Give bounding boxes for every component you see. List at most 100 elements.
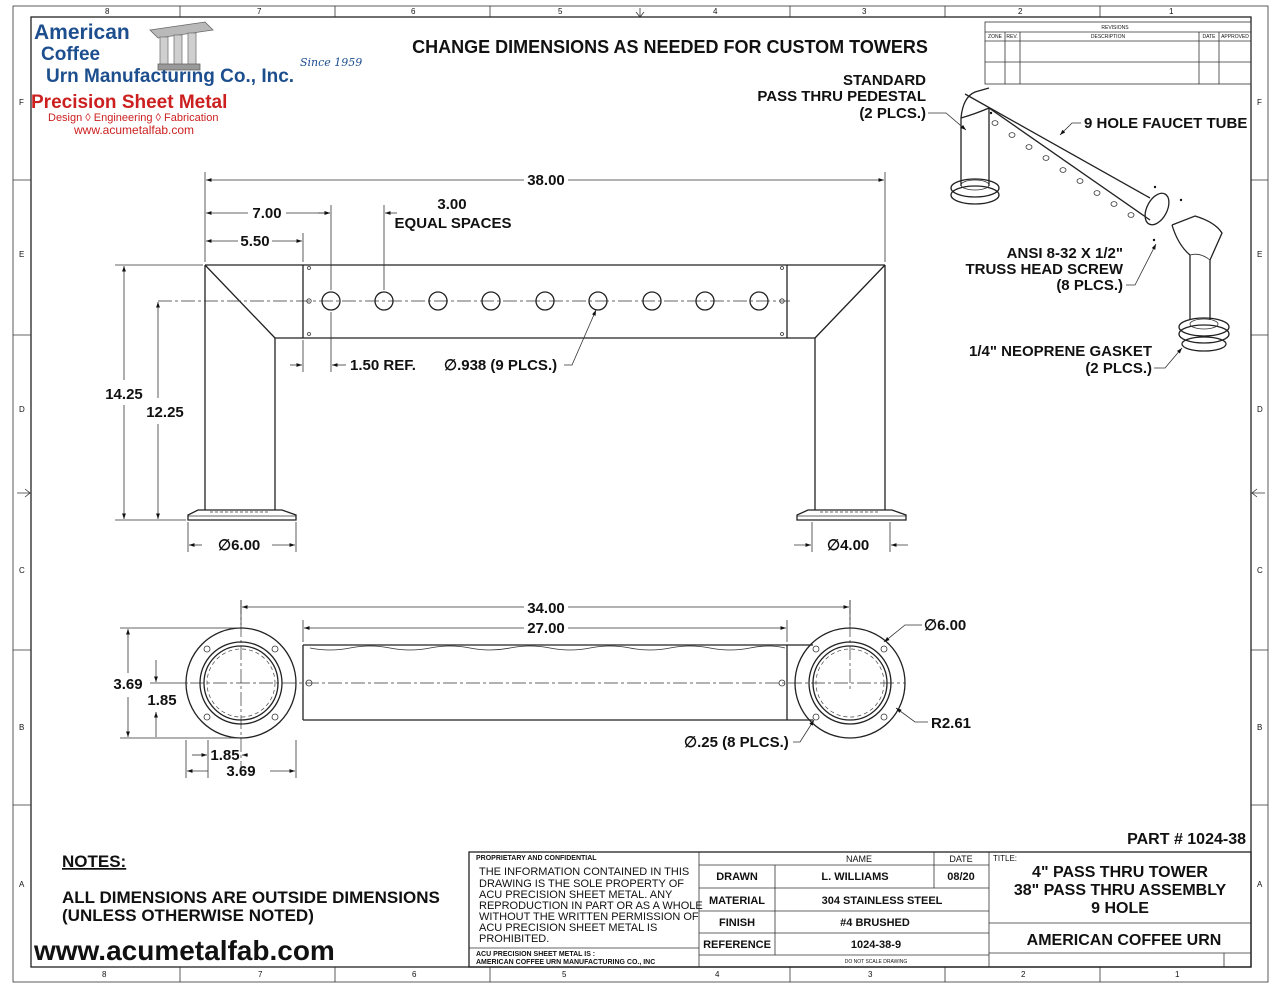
zone-top-5: 5 [558, 7, 563, 16]
callout-bolt-holes: ∅.25 (8 PLCS.) [684, 734, 789, 751]
faucet-holes [321, 291, 769, 311]
zone-top-7: 7 [257, 7, 262, 16]
prop-line-2: DRAWING IS THE SOLE PROPERTY OF [479, 878, 684, 890]
prop-foot-1: ACU PRECISION SHEET METAL IS : [476, 951, 595, 958]
zone-bottom-6: 6 [412, 970, 417, 979]
zone-left-a: A [19, 880, 25, 889]
logo-precision-sheet-metal: Precision Sheet Metal [31, 92, 227, 113]
zone-right-e: E [1257, 250, 1262, 259]
title-label: TITLE: [993, 854, 1017, 863]
revisions-table: REVISIONS ZONE REV. DESCRIPTION DATE APP… [984, 21, 1252, 85]
callout-screw-2: TRUSS HEAD SCREW [965, 261, 1123, 278]
prop-foot-2: AMERICAN COFFEE URN MANUFACTURING CO., I… [476, 959, 655, 966]
dim-hole-spacing-note: EQUAL SPACES [395, 215, 512, 232]
revisions-col-rev: REV. [1006, 34, 1017, 40]
base-left [187, 509, 297, 521]
footer-url: www.acumetalfab.com [33, 935, 335, 966]
title-line-2: 38" PASS THRU ASSEMBLY [1014, 882, 1227, 899]
prop-line-5: WITHOUT THE WRITTEN PERMISSION OF [479, 911, 699, 923]
notes-title: NOTES: [62, 852, 126, 871]
drawing-heading: CHANGE DIMENSIONS AS NEEDED FOR CUSTOM T… [412, 37, 928, 57]
title-line-3: 9 HOLE [1091, 900, 1149, 917]
sheet-border [12, 5, 1269, 983]
zone-top-3: 3 [862, 7, 867, 16]
finish-value: #4 BRUSHED [840, 917, 910, 929]
zone-bottom-5: 5 [562, 970, 567, 979]
part-number: PART # 1024-38 [1127, 831, 1246, 848]
prop-line-4: REPRODUCTION IN PART OR AS A WHOLE [479, 900, 703, 912]
material-label: MATERIAL [709, 895, 765, 907]
callout-screw-3: (8 PLCS.) [1056, 277, 1123, 294]
top-view: 34.00 27.00 3.69 1.85 1.85 3.69 ∅6.00 [113, 600, 971, 780]
zone-right-a: A [1257, 880, 1263, 889]
notes: NOTES: ALL DIMENSIONS ARE OUTSIDE DIMENS… [62, 852, 440, 925]
col-date: DATE [949, 854, 972, 864]
title-line-1: 4" PASS THRU TOWER [1032, 864, 1208, 881]
zone-top-8: 8 [105, 7, 110, 16]
dim-top-overall: 34.00 [527, 600, 565, 617]
front-view: 38.00 7.00 3.00 EQUAL SPACES 5.50 14.25 … [105, 172, 908, 554]
prop-title: PROPRIETARY AND CONFIDENTIAL [476, 855, 597, 862]
finish-label: FINISH [719, 917, 755, 929]
title-block: PROPRIETARY AND CONFIDENTIAL THE INFORMA… [468, 851, 1252, 968]
zone-bottom-3: 3 [868, 970, 873, 979]
coffee-urn-icon [149, 21, 214, 71]
zone-right-f: F [1257, 98, 1262, 107]
logo-line-urn: Urn Manufacturing Co., Inc. [46, 66, 294, 87]
callout-flange-dia: ∅6.00 [924, 617, 966, 634]
dim-first-hole: 7.00 [252, 205, 281, 222]
revisions-col-approved: APPROVED [1221, 34, 1249, 40]
callout-pedestal-2: PASS THRU PEDESTAL [757, 88, 926, 105]
logo-services: Design ◊ Engineering ◊ Fabrication [48, 112, 218, 124]
prop-line-7: PROHIBITED. [479, 933, 549, 945]
drawn-name: L. WILLIAMS [821, 871, 888, 883]
prop-line-3: ACU PRECISION SHEET METAL. ANY [479, 889, 673, 901]
company-name: AMERICAN COFFEE URN [1027, 932, 1222, 949]
material-value: 304 STAINLESS STEEL [822, 895, 943, 907]
zone-left-b: B [19, 723, 24, 732]
zone-top-2: 2 [1018, 7, 1023, 16]
dim-top-v-big: 3.69 [113, 676, 142, 693]
logo-url: www.acumetalfab.com [73, 123, 194, 137]
dim-top-h-big: 3.69 [226, 763, 255, 780]
zone-left-c: C [19, 566, 25, 575]
callout-faucet-tube: 9 HOLE FAUCET TUBE [1084, 115, 1247, 132]
dim-tube-start: 5.50 [240, 233, 269, 250]
reference-value: 1024-38-9 [851, 939, 901, 951]
hole-callout: ∅.938 (9 PLCS.) [444, 357, 557, 374]
zone-top-1: 1 [1169, 7, 1174, 16]
callout-pedestal-1: STANDARD [843, 72, 926, 89]
dim-base-right: ∅4.00 [827, 537, 869, 554]
zone-top-6: 6 [411, 7, 416, 16]
revisions-col-date: DATE [1203, 34, 1217, 40]
zone-labels-side: F E D C B A F E D C B A [19, 98, 1263, 889]
zone-left-d: D [19, 405, 25, 414]
base-right [796, 509, 907, 521]
dim-top-v-small: 1.85 [147, 692, 176, 709]
zone-right-c: C [1257, 566, 1263, 575]
zone-bottom-4: 4 [715, 970, 720, 979]
zone-bottom-2: 2 [1021, 970, 1026, 979]
zone-bottom-7: 7 [258, 970, 263, 979]
dim-top-tube: 27.00 [527, 620, 565, 637]
logo-since: Since 1959 [300, 56, 362, 69]
zone-left-f: F [19, 98, 24, 107]
dim-ref: 1.50 REF. [350, 357, 416, 374]
reference-label: REFERENCE [703, 939, 771, 951]
zone-labels-bottom: 8 7 6 5 4 3 2 1 [102, 970, 1180, 979]
flange-left [185, 627, 297, 739]
revisions-col-zone: ZONE [988, 34, 1003, 40]
iso-right-pedestal [1171, 215, 1230, 352]
dim-hole-height: 12.25 [146, 404, 184, 421]
logo-line-coffee: Coffee [41, 44, 100, 65]
zone-left-e: E [19, 250, 24, 259]
company-logo: American Coffee Urn Manufacturing Co., I… [31, 21, 362, 137]
dim-overall-length: 38.00 [527, 172, 565, 189]
iso-left-pedestal [950, 87, 1170, 226]
zone-top-4: 4 [713, 7, 718, 16]
dim-hole-spacing: 3.00 [437, 196, 466, 213]
revisions-title: REVISIONS [1101, 25, 1129, 31]
zone-bottom-8: 8 [102, 970, 107, 979]
dim-base-left: ∅6.00 [218, 537, 260, 554]
